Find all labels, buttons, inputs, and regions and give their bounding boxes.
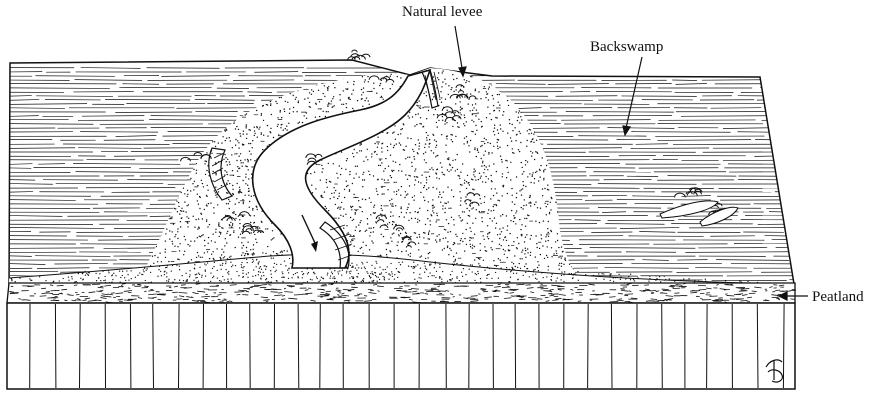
block-front-face — [7, 303, 795, 389]
backswamp-label: Backswamp — [590, 39, 663, 56]
peatland-layer — [7, 283, 799, 303]
peatland-label: Peatland — [812, 289, 864, 306]
natural-levee-label: Natural levee — [402, 4, 482, 21]
